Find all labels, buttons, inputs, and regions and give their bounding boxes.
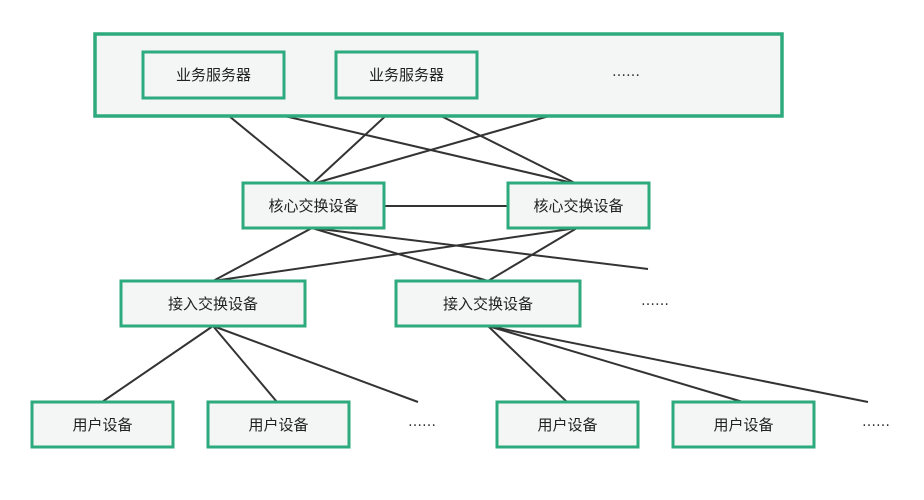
access-switch-box <box>394 279 582 328</box>
access-switch-2[interactable]: 接入交换设备 <box>394 279 582 328</box>
user-device-box <box>206 400 351 449</box>
edge-access1-user2 <box>212 325 278 403</box>
access-switch-box <box>119 279 307 328</box>
access-switch-1[interactable]: 接入交换设备 <box>119 279 307 328</box>
edge-access2-usermore <box>487 325 869 403</box>
edge-access1-user1 <box>101 325 214 403</box>
user-device-3[interactable]: 用户设备 <box>495 400 640 449</box>
edge-core1-accessmore <box>311 227 649 270</box>
core-switch-box <box>506 181 651 230</box>
server-node-label: 业务服务器 <box>176 66 251 84</box>
user-device-1[interactable]: 用户设备 <box>30 400 175 449</box>
user-device-label: 用户设备 <box>713 416 773 434</box>
edge-access2-user4 <box>487 325 744 403</box>
user-more-ellipsis-right: …… <box>862 414 890 430</box>
core-switch-2[interactable]: 核心交换设备 <box>506 181 651 230</box>
user-device-2[interactable]: 用户设备 <box>206 400 351 449</box>
edge-core2-access2 <box>487 227 578 282</box>
access-layer: 接入交换设备 接入交换设备 …… <box>119 279 669 328</box>
core-switch-box <box>241 181 386 230</box>
access-switch-label: 接入交换设备 <box>168 295 258 313</box>
server-node-1[interactable]: 业务服务器 <box>141 50 286 100</box>
core-switch-label: 核心交换设备 <box>533 197 623 215</box>
access-more-ellipsis: …… <box>641 293 669 309</box>
server-more-ellipsis: …… <box>612 64 640 80</box>
user-device-label: 用户设备 <box>72 416 132 434</box>
server-node-label: 业务服务器 <box>369 66 444 84</box>
edge-core2-access1 <box>212 227 578 282</box>
server-node-box <box>334 50 479 100</box>
server-node-box <box>141 50 286 100</box>
user-device-box <box>495 400 640 449</box>
user-device-label: 用户设备 <box>248 416 308 434</box>
core-switch-1[interactable]: 核心交换设备 <box>241 181 386 230</box>
user-more-ellipsis-left: …… <box>408 414 436 430</box>
user-device-box <box>30 400 175 449</box>
user-device-4[interactable]: 用户设备 <box>671 400 816 449</box>
user-device-label: 用户设备 <box>537 416 597 434</box>
server-layer: 业务服务器 业务服务器 …… <box>93 32 784 118</box>
server-node-2[interactable]: 业务服务器 <box>334 50 479 100</box>
core-layer: 核心交换设备 核心交换设备 <box>241 181 651 230</box>
edge-access1-usermore <box>212 325 419 403</box>
edges <box>101 93 869 403</box>
user-layer: 用户设备 用户设备 …… 用户设备 用户设备 …… <box>30 400 890 449</box>
user-device-box <box>671 400 816 449</box>
access-switch-label: 接入交换设备 <box>443 295 533 313</box>
edge-access2-user3 <box>487 325 568 403</box>
core-switch-label: 核心交换设备 <box>268 197 358 215</box>
edge-core1-access1 <box>212 227 313 282</box>
